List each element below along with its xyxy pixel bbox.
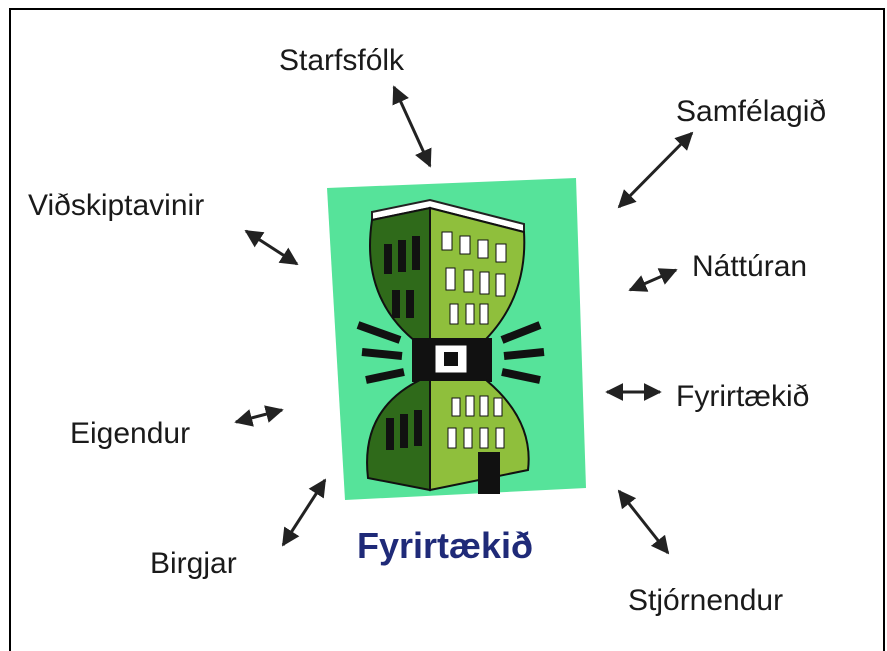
label-eigendur: Eigendur (70, 417, 191, 450)
arrow-birgjar (281, 478, 327, 547)
arrow-samfelagid (617, 131, 694, 209)
arrow-eigendur (234, 405, 284, 427)
arrow-starfsfolk (392, 85, 432, 168)
label-birgjar: Birgjar (150, 547, 237, 580)
label-stjornendur: Stjórnendur (628, 584, 784, 617)
arrow-stjornendur (617, 489, 670, 555)
arrow-vidskiptavinir (244, 229, 299, 266)
label-fyrirtaekid: Fyrirtækið (676, 380, 810, 413)
slide-frame (9, 8, 885, 651)
label-natturan: Náttúran (692, 250, 808, 283)
office-building-icon (356, 198, 545, 494)
center-title: Fyrirtækið (357, 525, 534, 566)
label-vidskiptavinir: Viðskiptavinir (28, 189, 205, 222)
arrow-natturan (628, 268, 678, 292)
label-starfsfolk: Starfsfólk (279, 44, 405, 77)
label-samfelagid: Samfélagið (676, 95, 827, 128)
